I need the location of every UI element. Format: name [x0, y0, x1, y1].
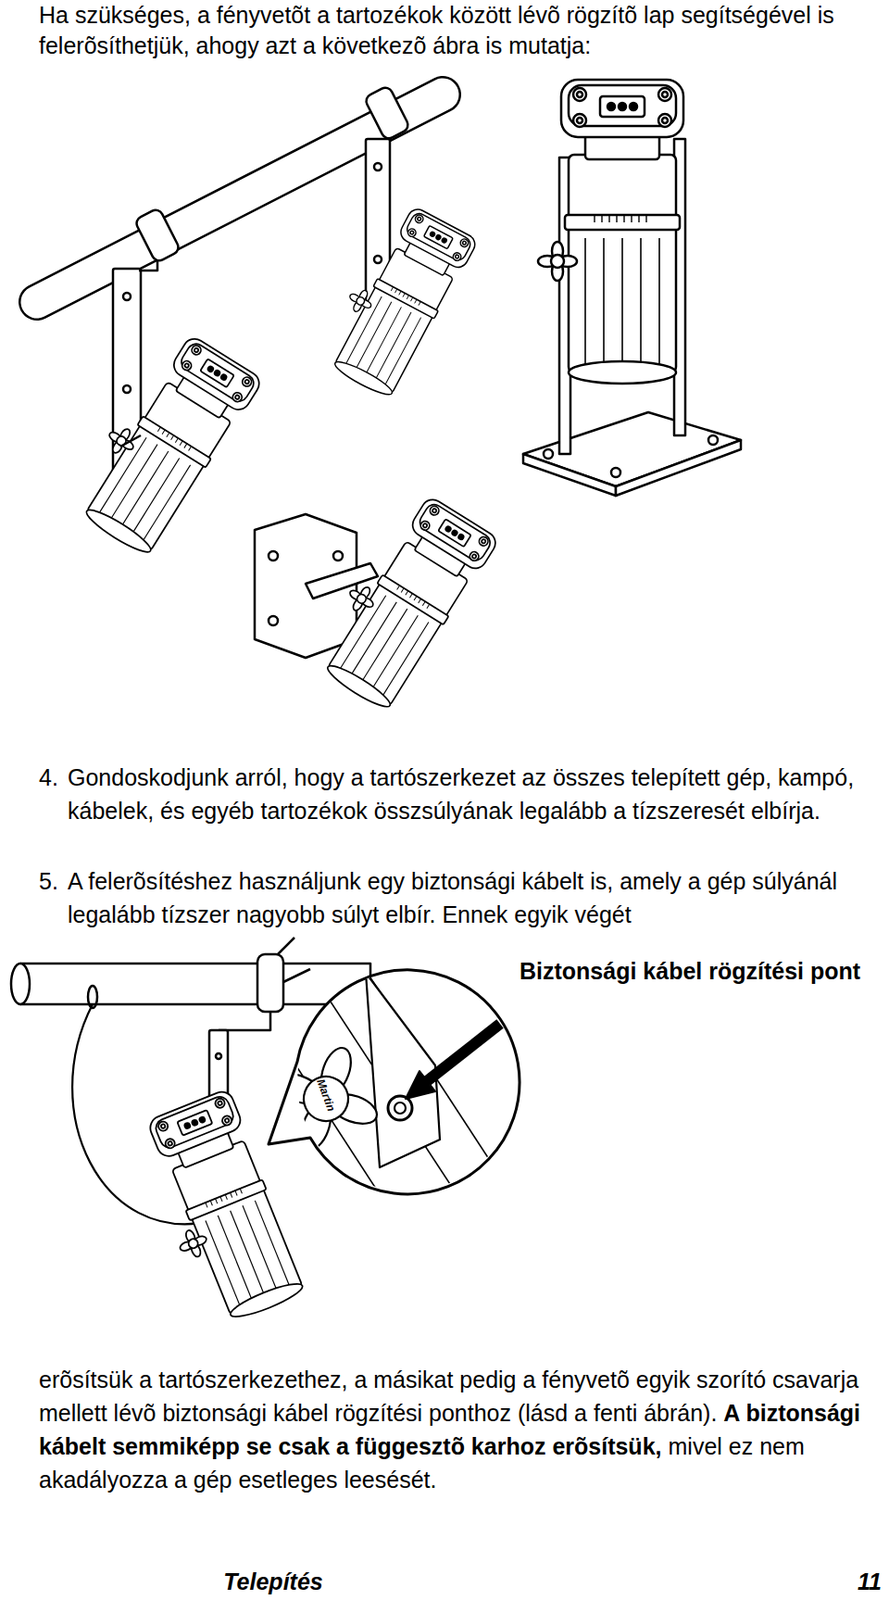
text: Ha szükséges, a fényvetõt a tartozékok k…: [38, 1, 835, 59]
callout-label: Biztonsági kábel rögzítési pont: [519, 953, 863, 988]
text: Biztonsági kábel rögzítési pont: [519, 957, 861, 984]
list-item: Gondoskodjunk arról, hogy a tartószerkez…: [67, 760, 864, 827]
page-number: 11: [814, 1564, 882, 1598]
list-number: 4.: [38, 760, 67, 794]
text: 4.: [38, 763, 59, 790]
safety-cable-illustration: [11, 937, 520, 1330]
intro-paragraph: Ha szükséges, a fényvetõt a tartozékok k…: [38, 0, 864, 62]
list-number: 5.: [38, 863, 67, 898]
brand-text: Martin: [313, 1076, 338, 1114]
magnifier-bubble: [268, 969, 520, 1194]
body-paragraph: erõsítsük a tartószerkezethez, a másikat…: [38, 1362, 864, 1496]
text: 11: [857, 1567, 882, 1594]
text: A felerõsítéshez használjunk egy biztons…: [67, 867, 838, 927]
text: Gondoskodjunk arról, hogy a tartószerkez…: [67, 763, 854, 824]
brand-mark: Martin: [310, 1065, 342, 1123]
list-item: A felerõsítéshez használjunk egy biztons…: [67, 863, 864, 931]
footer-section: Telepítés: [217, 1564, 329, 1598]
text: 5.: [38, 867, 59, 894]
mounting-illustration: [37, 79, 741, 714]
text: Telepítés: [223, 1567, 323, 1594]
